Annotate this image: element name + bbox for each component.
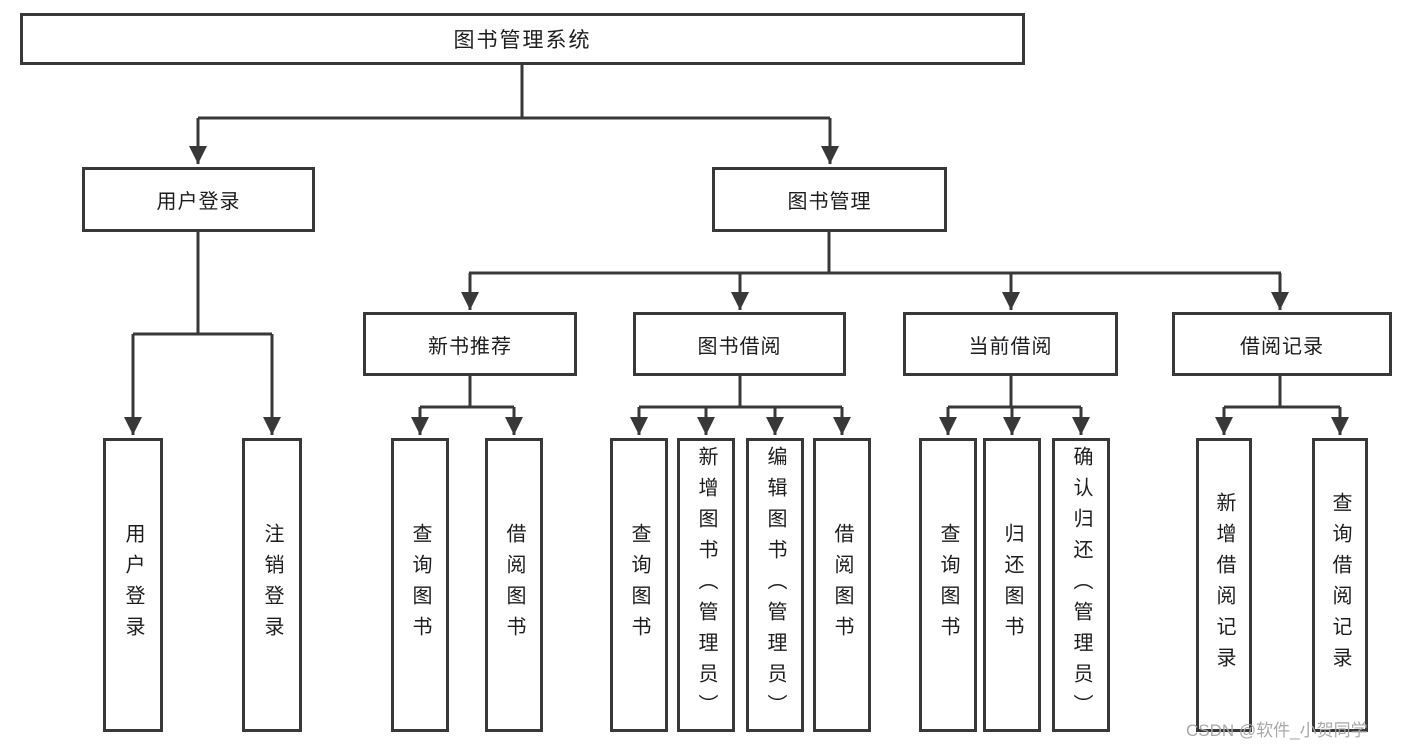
leaf-cb-confirm-return-admin-label: 确认归还（管理员） (1070, 445, 1092, 725)
leaf-bb-edit-books-admin: 编辑图书（管理员） (746, 438, 804, 732)
leaf-bb-borrow-books-label: 借阅图书 (831, 523, 853, 647)
leaf-bb-query-books-label: 查询图书 (628, 523, 650, 647)
node-current-borrow-label: 当前借阅 (968, 335, 1053, 358)
leaf-cb-return-books: 归还图书 (983, 438, 1041, 732)
leaf-cb-query-books-label: 查询图书 (937, 523, 959, 647)
leaf-bb-add-books-admin: 新增图书（管理员） (677, 438, 735, 732)
leaf-bb-edit-books-admin-label: 编辑图书（管理员） (764, 445, 786, 725)
leaf-user-login-label: 用户登录 (122, 523, 144, 647)
node-book-borrow: 图书借阅 (633, 312, 846, 376)
node-new-book-recommend-label: 新书推荐 (428, 335, 512, 358)
leaf-logout-label: 注销登录 (261, 523, 283, 647)
leaf-nb-borrow-books: 借阅图书 (485, 438, 543, 732)
leaf-nb-borrow-books-label: 借阅图书 (503, 523, 525, 647)
node-user-login-label: 用户登录 (156, 191, 241, 213)
leaf-user-login: 用户登录 (103, 438, 163, 732)
leaf-cb-query-books: 查询图书 (919, 438, 977, 732)
leaf-bb-borrow-books: 借阅图书 (813, 438, 871, 732)
node-user-login: 用户登录 (82, 167, 315, 232)
node-book-borrow-label: 图书借阅 (697, 335, 782, 358)
node-new-book-recommend: 新书推荐 (363, 312, 577, 376)
node-root-label: 图书管理系统 (453, 29, 592, 52)
leaf-br-add-record: 新增借阅记录 (1196, 438, 1252, 732)
leaf-nb-query-books: 查询图书 (391, 438, 449, 732)
leaf-nb-query-books-label: 查询图书 (409, 523, 431, 647)
node-book-management-label: 图书管理 (787, 191, 872, 213)
leaf-br-add-record-label: 新增借阅记录 (1213, 492, 1235, 678)
node-root: 图书管理系统 (20, 13, 1025, 65)
node-borrow-records: 借阅记录 (1172, 312, 1392, 376)
leaf-cb-return-books-label: 归还图书 (1001, 523, 1023, 647)
node-current-borrow: 当前借阅 (903, 312, 1118, 376)
leaf-cb-confirm-return-admin: 确认归还（管理员） (1052, 438, 1110, 732)
leaf-br-query-record: 查询借阅记录 (1312, 438, 1368, 732)
node-book-management: 图书管理 (712, 167, 947, 232)
leaf-logout: 注销登录 (242, 438, 302, 732)
leaf-br-query-record-label: 查询借阅记录 (1329, 492, 1351, 678)
leaf-bb-query-books: 查询图书 (610, 438, 668, 732)
node-borrow-records-label: 借阅记录 (1240, 335, 1324, 358)
leaf-bb-add-books-admin-label: 新增图书（管理员） (695, 445, 717, 725)
watermark-text: CSDN @软件_小贺同学 (1186, 721, 1368, 740)
